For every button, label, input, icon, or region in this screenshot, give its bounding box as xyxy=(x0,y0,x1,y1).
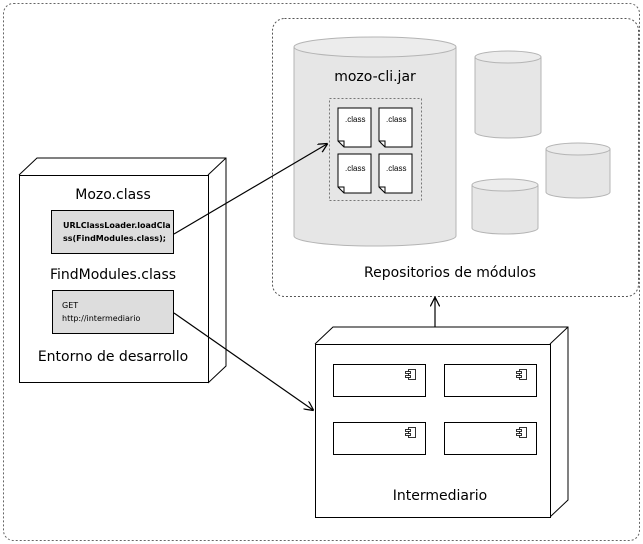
class-file-label: .class xyxy=(345,115,365,124)
repositories-label: Repositorios de módulos xyxy=(364,265,536,281)
class-file-label: .class xyxy=(386,115,406,124)
jar-repository-cylinder xyxy=(293,36,457,247)
load-class-arrow xyxy=(173,144,327,235)
class-file-icon[interactable]: .class xyxy=(337,107,372,148)
http-request-arrow xyxy=(173,312,313,410)
repository-cylinder xyxy=(474,50,542,139)
component-box[interactable] xyxy=(333,364,426,397)
repositories-boundary xyxy=(272,18,639,297)
mozo-code-line2: ss(FindModules.class); xyxy=(63,234,166,243)
repository-cylinder xyxy=(471,178,539,235)
class-files-group xyxy=(329,98,422,201)
mozo-code-box xyxy=(51,210,174,254)
get-line1: GET xyxy=(62,301,78,310)
component-box[interactable] xyxy=(444,422,537,455)
class-file-icon[interactable]: .class xyxy=(337,153,372,194)
mozo-code-line1: URLClassLoader.loadCla xyxy=(63,221,171,230)
broker-label: Intermediario xyxy=(393,488,487,504)
get-line2: http://intermediario xyxy=(62,314,140,323)
jar-title: mozo-cli.jar xyxy=(334,69,416,85)
outer-frame xyxy=(3,3,640,541)
component-box[interactable] xyxy=(444,364,537,397)
component-box[interactable] xyxy=(333,422,426,455)
class-file-label: .class xyxy=(386,164,406,173)
class-file-icon[interactable]: .class xyxy=(378,107,413,148)
class-file-icon[interactable]: .class xyxy=(378,153,413,194)
dev-environment-label: Entorno de desarrollo xyxy=(38,349,188,365)
mozo-class-title: Mozo.class xyxy=(75,187,151,203)
repository-cylinder xyxy=(545,142,611,199)
class-file-label: .class xyxy=(345,164,365,173)
findmodules-class-title: FindModules.class xyxy=(50,267,176,283)
get-request-box xyxy=(52,290,174,334)
